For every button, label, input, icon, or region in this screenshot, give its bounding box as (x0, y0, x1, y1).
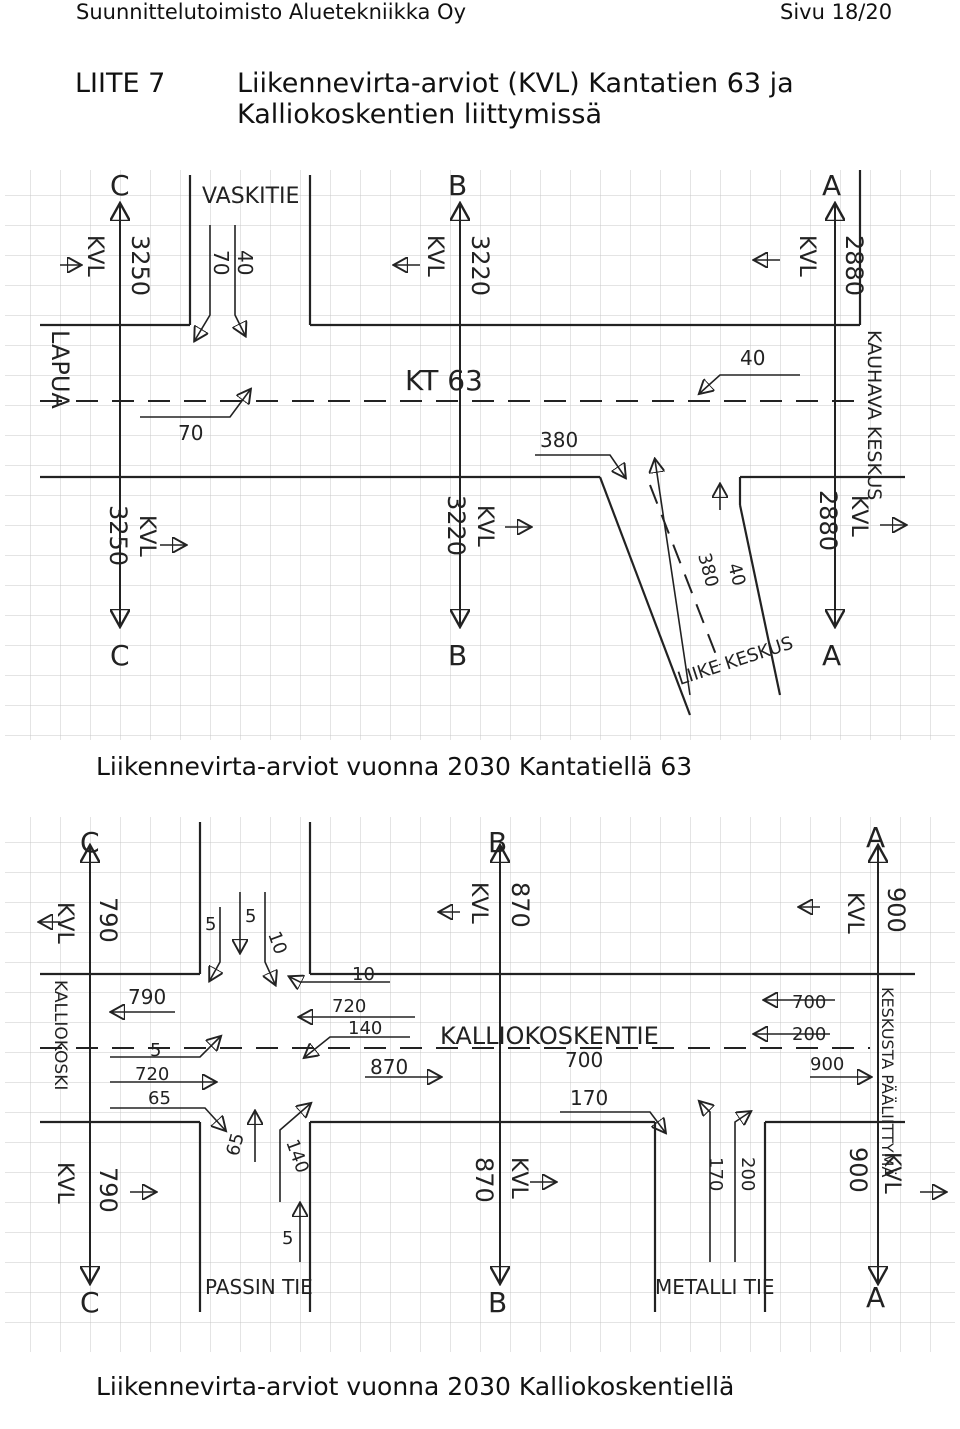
section-b-top: B (448, 169, 467, 202)
west-720: 720 (135, 1064, 169, 1085)
kvl-label: KVL (52, 1162, 77, 1204)
mid-720: 720 (332, 996, 366, 1017)
passin-5: 5 (282, 1228, 293, 1249)
kvl-label: KVL (422, 235, 447, 277)
mid-140: 140 (348, 1018, 382, 1039)
company-name: Suunnittelutoimisto Aluetekniikka Oy (76, 0, 467, 24)
kvl-label: KVL (82, 235, 107, 277)
west-65: 65 (148, 1088, 171, 1109)
section-c-top: C (110, 169, 130, 202)
metalli-700: 700 (565, 1048, 603, 1072)
metalli-down-170: 170 (705, 1157, 726, 1191)
kvl-c-top: 790 (94, 897, 122, 943)
kvl-c-bottom: 3250 (104, 505, 132, 566)
place-lapua: LAPUA (46, 330, 74, 409)
section-a-top: A (822, 169, 841, 202)
road-vaskitie: VASKITIE (202, 184, 299, 209)
page-number: Sivu 18/20 (780, 0, 893, 24)
east-900: 900 (810, 1054, 844, 1075)
kvl-label: KVL (846, 495, 871, 537)
kvl-label: KVL (472, 505, 497, 547)
place-kalliokoski: KALLIOKOSKI (50, 980, 70, 1090)
road-metallitie: METALLI TIE (655, 1275, 775, 1299)
kvl-label: KVL (52, 902, 77, 944)
kvl-c-top: 3250 (126, 235, 154, 296)
kvl-label: KVL (879, 1152, 904, 1194)
kvl-a-bottom: 2880 (814, 490, 842, 551)
appendix-label: LIITE 7 (75, 68, 166, 99)
section-a-bottom: A (822, 639, 841, 672)
caption-kalliokoskentie: Liikennevirta-arviot vuonna 2030 Kalliok… (96, 1372, 735, 1401)
caption-kt63: Liikennevirta-arviot vuonna 2030 Kantati… (96, 752, 693, 781)
west-in-790: 790 (128, 985, 166, 1009)
liike-in: 380 (540, 428, 578, 452)
section-a-bottom: A (866, 1281, 885, 1314)
road-kalliokoskentie: KALLIOKOSKENTIE (440, 1022, 659, 1050)
traffic-diagram-kalliokoskentie: C B A C B A KVL 790 KVL 870 KVL 900 KVL … (5, 817, 955, 1352)
kvl-label: KVL (466, 882, 491, 924)
kvl-b-top: 870 (506, 882, 534, 928)
place-kauhava: KAUHAVA KESKUS (863, 330, 885, 500)
section-a-top: A (866, 821, 885, 854)
place-keskusta: KESKUSTA PÄÄLIITTYMÄ (878, 987, 897, 1177)
section-b-bottom: B (448, 639, 467, 672)
kvl-b-bottom: 3220 (442, 495, 470, 556)
metalli-down-200: 200 (737, 1157, 758, 1191)
east-turn: 40 (740, 346, 765, 370)
section-c-bottom: C (80, 1286, 100, 1319)
kvl-a-bottom: 900 (844, 1147, 872, 1193)
section-c-top: C (80, 826, 100, 859)
mid-870: 870 (370, 1055, 408, 1079)
east-200: 200 (792, 1024, 826, 1045)
kvl-label: KVL (842, 892, 867, 934)
appendix-title-line2: Kalliokoskentien liittymissä (237, 99, 602, 130)
appendix-title-line1: Liikennevirta-arviot (KVL) Kantatien 63 … (237, 68, 794, 99)
road-passintie: PASSIN TIE (205, 1275, 313, 1299)
metalli-170: 170 (570, 1086, 608, 1110)
kvl-a-top: 2880 (840, 235, 868, 296)
vaski-in: 70 (209, 250, 233, 275)
kvl-label: KVL (506, 1157, 531, 1199)
section-b-bottom: B (488, 1286, 507, 1319)
kvl-label: KVL (794, 235, 819, 277)
section-c-bottom: C (110, 639, 130, 672)
west-5: 5 (150, 1040, 161, 1061)
kvl-b-top: 3220 (466, 235, 494, 296)
top-5b: 5 (245, 906, 256, 927)
section-b-top: B (488, 826, 507, 859)
vaski-turn: 70 (178, 421, 203, 445)
kvl-a-top: 900 (882, 887, 910, 933)
vaski-out: 40 (233, 250, 257, 275)
mid-10: 10 (352, 964, 375, 985)
east-700: 700 (792, 992, 826, 1013)
kvl-c-bottom: 790 (94, 1167, 122, 1213)
traffic-diagram-kt63: C B A C B A KVL 3250 KVL 3220 KVL 2880 3… (5, 169, 955, 740)
top-5a: 5 (205, 914, 216, 935)
kvl-label: KVL (134, 515, 159, 557)
kvl-b-bottom: 870 (470, 1157, 498, 1203)
road-kt63: KT 63 (405, 364, 483, 397)
